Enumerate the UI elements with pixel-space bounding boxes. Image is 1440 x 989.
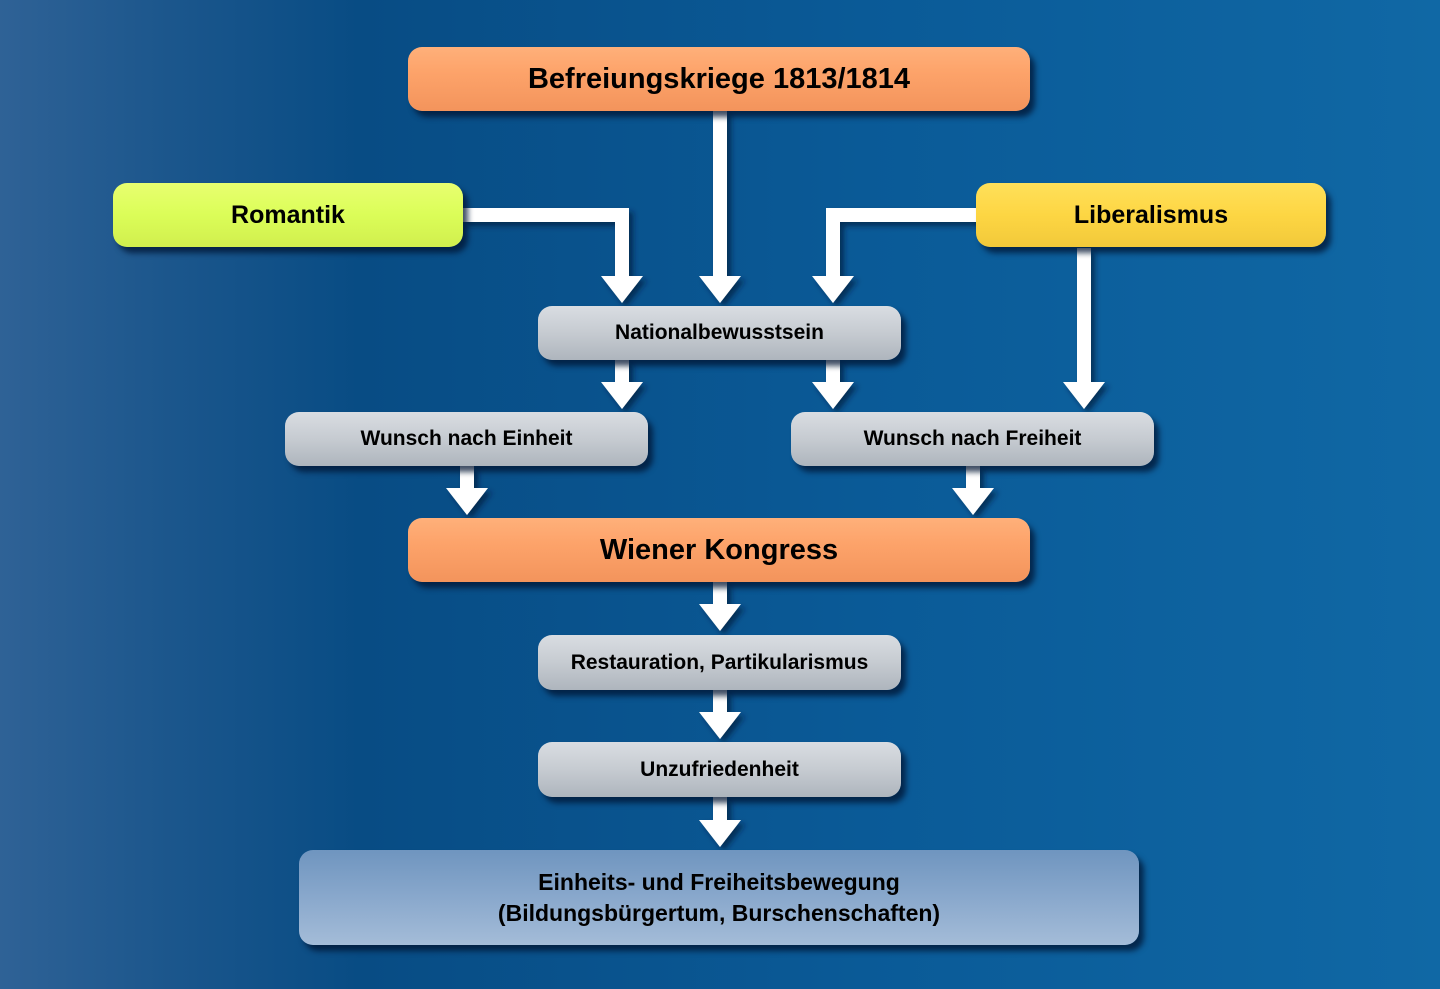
node-label: Wiener Kongress <box>599 533 839 566</box>
arrow-romantik-to-nationalbewusstsein <box>462 208 643 303</box>
node-romantik: Romantik <box>113 183 463 247</box>
node-bewegung: Einheits- und Freiheitsbewegung (Bildung… <box>299 850 1139 945</box>
arrow-befreiungskriege-to-nationalbewusstsein <box>699 110 741 303</box>
node-wunsch-freiheit: Wunsch nach Freiheit <box>791 412 1154 466</box>
arrow-unzufriedenheit-to-bewegung <box>699 797 741 847</box>
arrow-wunsch-freiheit-to-wiener-kongress <box>952 466 994 515</box>
node-label-line1: Einheits- und Freiheitsbewegung <box>538 868 900 895</box>
node-label: Unzufriedenheit <box>640 757 799 781</box>
node-restauration: Restauration, Partikularismus <box>538 635 901 690</box>
node-wiener-kongress: Wiener Kongress <box>408 518 1030 582</box>
node-liberalismus: Liberalismus <box>976 183 1326 247</box>
node-label: Nationalbewusstsein <box>615 321 824 344</box>
node-label-line2: (Bildungsbürgertum, Burschenschaften) <box>497 899 941 926</box>
node-label: Wunsch nach Freiheit <box>863 427 1082 450</box>
arrow-nationalbewusstsein-to-wunsch-freiheit <box>812 360 854 409</box>
arrow-liberalismus-to-wunsch-freiheit <box>1063 248 1105 409</box>
node-label: Befreiungskriege 1813/1814 <box>527 62 911 95</box>
node-wunsch-einheit: Wunsch nach Einheit <box>285 412 648 466</box>
arrow-restauration-to-unzufriedenheit <box>699 690 741 739</box>
arrow-nationalbewusstsein-to-wunsch-einheit <box>601 360 643 409</box>
node-label: Liberalismus <box>1073 200 1229 229</box>
node-nationalbewusstsein: Nationalbewusstsein <box>538 306 901 360</box>
node-befreiungskriege: Befreiungskriege 1813/1814 <box>408 47 1030 111</box>
arrow-wunsch-einheit-to-wiener-kongress <box>446 466 488 515</box>
arrow-wiener-kongress-to-restauration <box>699 582 741 631</box>
node-unzufriedenheit: Unzufriedenheit <box>538 742 901 797</box>
node-label: Romantik <box>231 200 345 229</box>
node-label: Restauration, Partikularismus <box>570 650 869 674</box>
arrow-liberalismus-to-nationalbewusstsein <box>812 208 978 303</box>
node-label: Wunsch nach Einheit <box>360 427 573 450</box>
